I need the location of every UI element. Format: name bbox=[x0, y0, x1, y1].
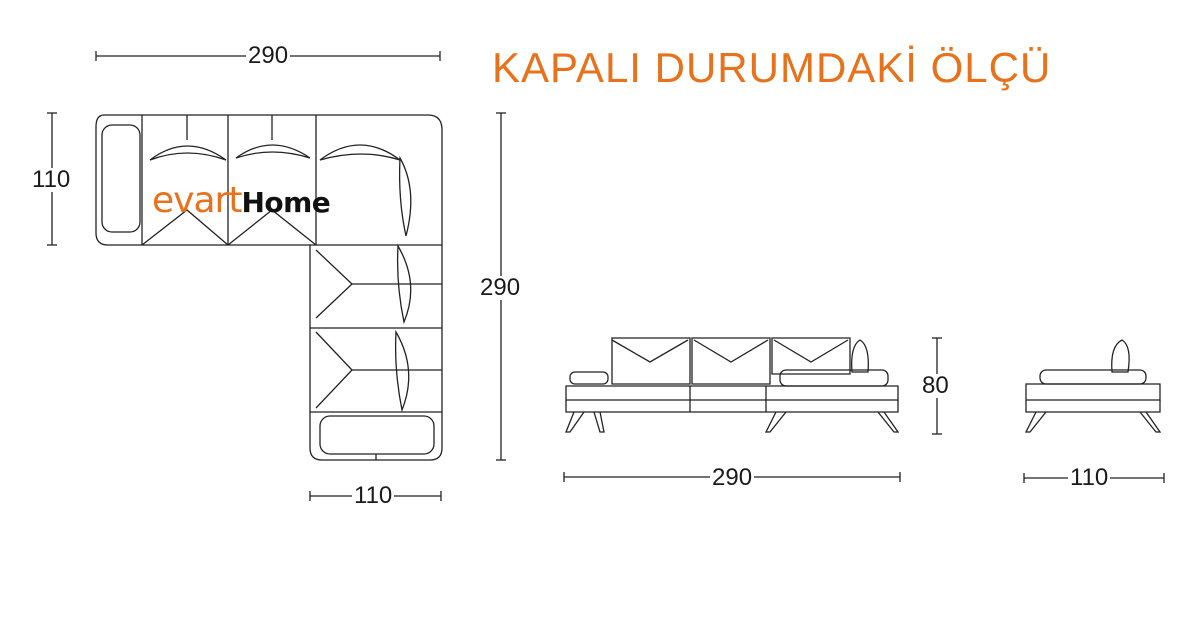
top-view-dimension-lines bbox=[47, 51, 506, 501]
sofa-front-view bbox=[565, 337, 900, 433]
brand-logo: evartHome bbox=[152, 180, 331, 221]
page-title: KAPALI DURUMDAKİ ÖLÇÜ bbox=[492, 44, 1052, 91]
top-length-label: 290 bbox=[478, 274, 523, 301]
sofa-side-view bbox=[1024, 339, 1162, 433]
top-depth-label: 110 bbox=[30, 166, 73, 193]
logo-brand-text: evart bbox=[152, 180, 242, 221]
side-depth-label: 110 bbox=[1068, 464, 1111, 491]
front-view-dimension-lines bbox=[563, 337, 942, 482]
sofa-top-view bbox=[95, 114, 443, 461]
front-height-label: 80 bbox=[920, 372, 951, 399]
top-width-label: 290 bbox=[246, 42, 291, 69]
front-width-label: 290 bbox=[710, 464, 755, 491]
chaise-width-label: 110 bbox=[352, 482, 395, 509]
logo-suffix-text: Home bbox=[241, 186, 331, 219]
